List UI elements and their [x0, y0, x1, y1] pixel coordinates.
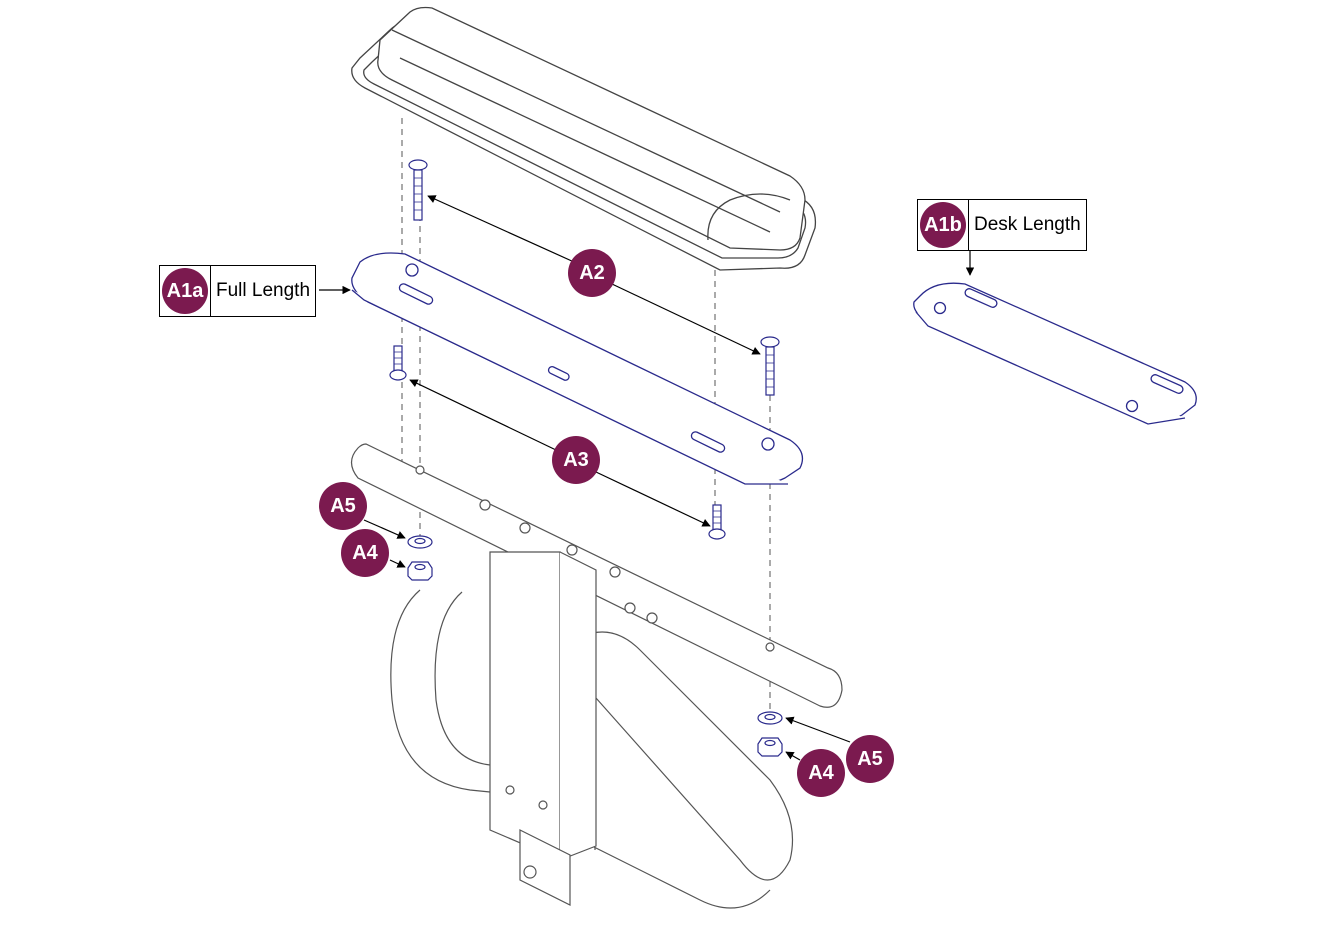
armrest-frame — [350, 443, 843, 909]
leader-arrows — [319, 195, 975, 761]
callout-full-length: A1a Full Length — [159, 265, 317, 317]
armrest-pad — [351, 6, 817, 271]
callout-label-desk-length: Desk Length — [968, 200, 1086, 250]
label-a2: A2 — [568, 249, 616, 297]
label-a4-left: A4 — [341, 529, 389, 577]
screw-a3-left — [389, 345, 407, 381]
label-a5-left: A5 — [319, 482, 367, 530]
callout-code-a1b: A1b — [920, 202, 966, 248]
callout-code-a1a: A1a — [162, 268, 208, 314]
nut-a4-right — [757, 737, 783, 757]
callout-label-full-length: Full Length — [210, 266, 315, 316]
washer-a5-left — [407, 535, 433, 549]
screw-a2-left — [408, 159, 428, 221]
callout-desk-length: A1b Desk Length — [917, 199, 1087, 251]
full-length-plate — [351, 252, 804, 485]
washer-a5-right — [757, 711, 783, 725]
label-a5-right: A5 — [846, 735, 894, 783]
label-a4-right: A4 — [797, 749, 845, 797]
label-a3: A3 — [552, 436, 600, 484]
desk-length-plate — [913, 282, 1197, 425]
screw-a3-right — [708, 504, 726, 540]
nut-a4-left — [407, 561, 433, 581]
screw-a2-right — [760, 336, 780, 396]
